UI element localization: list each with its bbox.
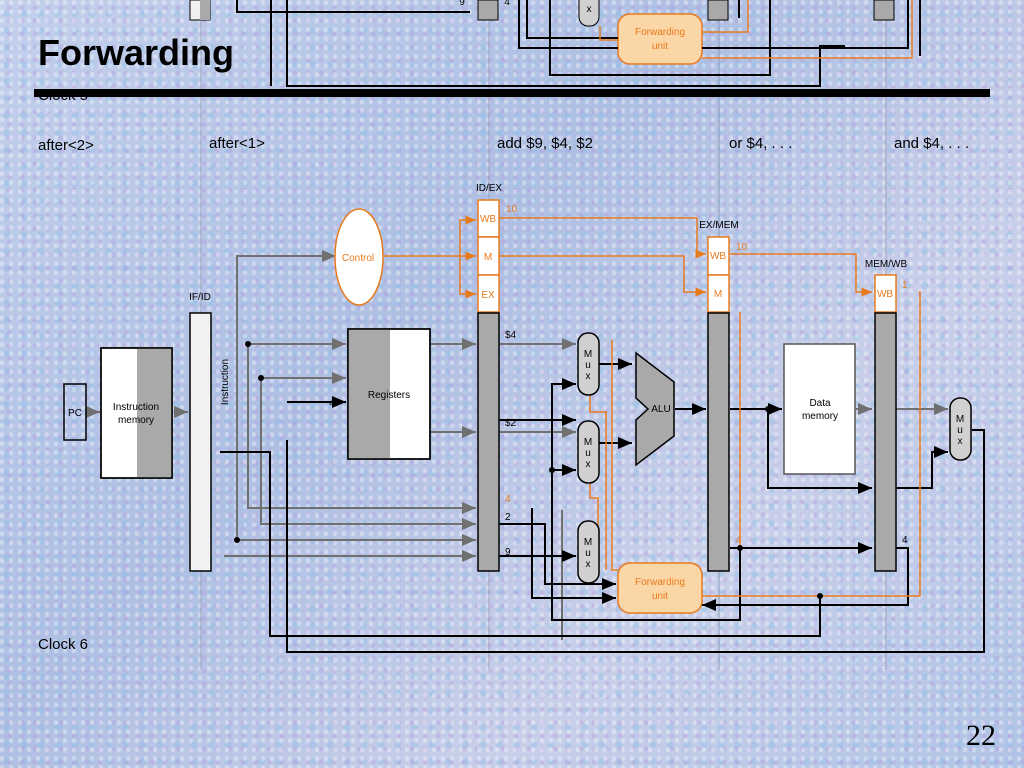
if-id-label: IF/ID [189,292,211,303]
clock-label: Clock 6 [38,636,88,653]
alu-label: ALU [651,404,670,415]
fwd-line1: Forwarding [635,577,685,588]
stage-label-1: after<2> [38,137,94,154]
forwarding-unit: Forwarding unit [617,562,703,614]
rs-4: 4 [505,494,511,505]
mux-letter: M [584,349,592,360]
mem-wb-rd: 4 [902,535,908,546]
writeback-mux: M u x [949,397,972,461]
pc-label: PC [68,408,82,419]
mux-letter: M [956,414,964,425]
id-ex-wb: WB [480,214,496,225]
page-number: 22 [966,719,996,752]
dmem-line2: memory [802,411,838,422]
register-file: Registers 4 [329,328,431,460]
stage-label-5: and $4, . . . [894,135,969,152]
reg-value-4: $4 [505,330,517,341]
mux-letter: u [585,360,591,371]
mux-letter: x [958,436,963,447]
stage-label-3: add $9, $4, $2 [497,135,593,152]
reg-value-2: $2 [505,418,517,429]
slide-title: Forwarding [38,32,234,73]
registers-label: Registers [368,390,410,401]
id-ex-wb-value: 10 [506,204,518,215]
top-fwd-line2: unit [652,41,668,52]
top-reg-rs: 4 [504,0,510,8]
ex-mem-label: EX/MEM [699,220,738,231]
stage-dividers [200,0,887,670]
alu: ALU [635,351,675,467]
registers-input-4: 4 [329,398,335,409]
imem-line1: Instruction [113,402,159,413]
ex-mem-m: M [714,289,722,300]
alu-input-a-mux: M u x [577,332,600,396]
mux-x-letter: x [587,4,592,15]
stage-label-2: after<1> [209,135,265,152]
ex-mem-wb: WB [710,251,726,262]
top-reg-dest: 9 [459,0,465,8]
instruction-memory: Instruction memory [100,347,173,479]
imem-line2: memory [118,415,154,426]
previous-clock-fragment: x 9 4 Forwarding unit [189,0,921,87]
mux-letter: M [584,537,592,548]
reg-dest-mux: M u x [577,520,600,584]
instruction-label: Instruction [220,359,231,405]
mux-letter: x [586,559,591,570]
id-ex-register: ID/EX WB M EX 10 $4 $2 4 2 9 [476,183,518,572]
ex-mem-wb-value: 10 [736,242,748,253]
rd-9: 9 [505,547,511,558]
alu-input-b-mux: M u x [577,420,600,484]
mem-wb-label: MEM/WB [865,259,908,270]
control-label: Control [342,253,374,264]
mux-letter: x [586,459,591,470]
mux-letter: M [584,437,592,448]
control-unit: Control [334,208,384,306]
top-fwd-line1: Forwarding [635,27,685,38]
title-rule [34,89,990,97]
if-id-register: IF/ID Instruction [189,292,231,572]
mux-letter: u [585,548,591,559]
pc-block: PC [63,383,87,441]
ex-mem-rd: 4 [736,535,742,546]
ex-mem-register: EX/MEM WB M 10 4 [699,220,748,572]
junction-dots [234,341,823,599]
mux-letter: u [957,425,963,436]
mux-letter: x [586,371,591,382]
dmem-line1: Data [809,398,831,409]
fwd-line2: unit [652,591,668,602]
data-memory: Data memory [783,343,856,475]
rt-2: 2 [505,512,511,523]
stage-label-4: or $4, . . . [729,135,792,152]
id-ex-ex: EX [481,290,495,301]
id-ex-m: M [484,252,492,263]
mem-wb-wb-value: 1 [902,280,908,291]
mem-wb-wb: WB [877,289,893,300]
id-ex-label: ID/EX [476,183,502,194]
mux-letter: u [585,448,591,459]
mem-wb-register: MEM/WB WB 1 4 [865,259,908,572]
